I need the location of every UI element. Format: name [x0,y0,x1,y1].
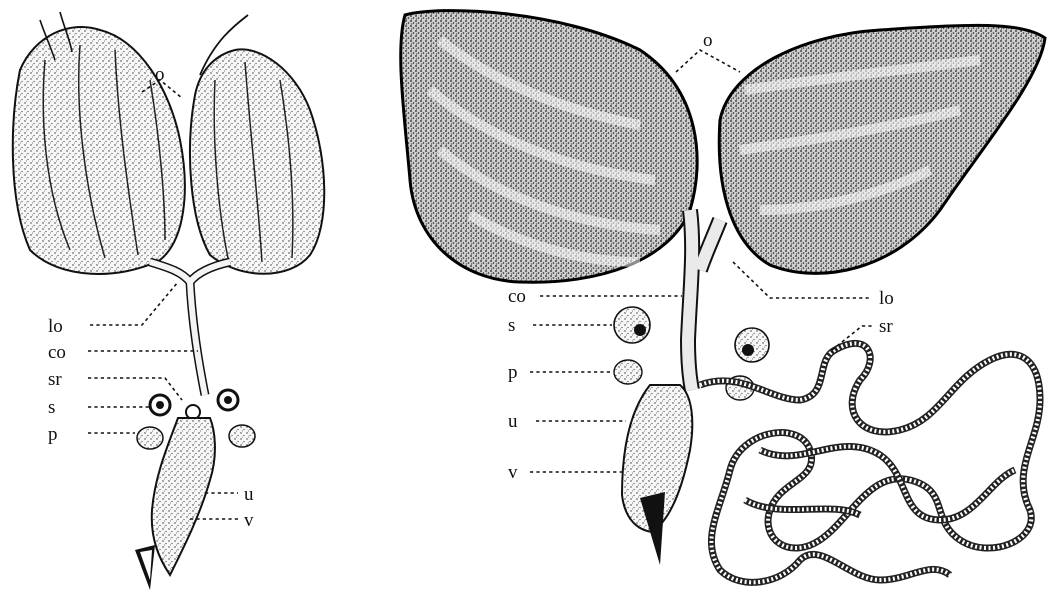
left-label-co: co [48,342,66,363]
left-ovary-right-lobe [190,15,324,274]
right-label-o: o [703,30,713,51]
right-label-co: co [508,286,526,307]
left-prostate-r [229,425,255,447]
left-ovary-left-lobe [13,12,185,274]
left-label-lo: lo [48,316,63,337]
right-label-v: v [508,462,518,483]
right-label-sr: sr [879,316,893,337]
right-label-u: u [508,411,518,432]
left-label-sr: sr [48,369,62,390]
right-ovary-left-lobe [401,11,697,283]
right-prostate-l [614,360,642,384]
right-label-s: s [508,315,515,336]
left-label-p: p [48,424,58,445]
right-label-p: p [508,362,518,383]
right-panel [401,11,1045,583]
left-seminal-receptacle [186,405,200,419]
right-ovary-right-lobe [719,25,1045,273]
right-spermatheca-l [614,307,650,343]
right-label-lo: lo [879,288,894,309]
left-label-s: s [48,397,55,418]
left-label-o: o [155,64,165,85]
left-panel [13,12,324,590]
left-label-u: u [244,484,254,505]
left-prostate-l [137,427,163,449]
right-spermatheca-r [735,328,769,362]
left-label-v: v [244,510,254,531]
